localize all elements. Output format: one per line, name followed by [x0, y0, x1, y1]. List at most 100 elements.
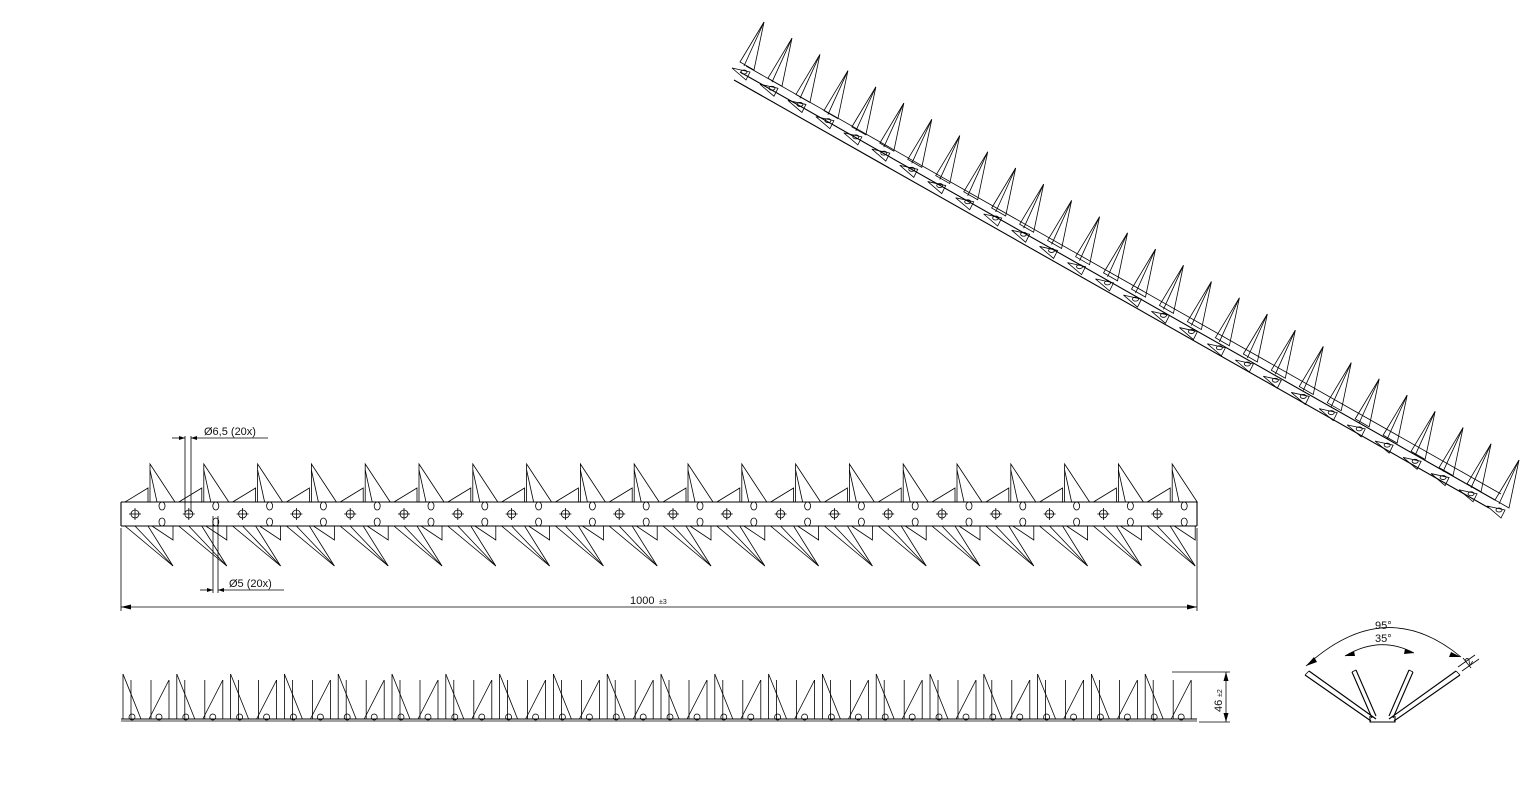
thickness-value: 2 — [1463, 656, 1476, 668]
spike-diagonal-2 — [417, 679, 439, 720]
slot-lower — [319, 517, 327, 527]
spike-diagonal-2 — [363, 679, 385, 720]
iso-spike — [1346, 378, 1380, 438]
slot-upper — [911, 501, 919, 511]
iso-spike-foot — [787, 100, 807, 114]
angle-outer: 95° — [1375, 620, 1392, 632]
iso-spike-foot — [1402, 456, 1422, 470]
bolt-head — [1150, 713, 1158, 721]
spike-module — [553, 462, 607, 567]
spike-lower — [392, 525, 443, 567]
bolt-head — [693, 713, 701, 721]
spike-lower-edge — [1156, 525, 1196, 567]
spike-upper-edge — [1171, 469, 1180, 503]
spike-lower — [930, 525, 981, 567]
iso-hole — [1132, 296, 1139, 302]
spike-module — [392, 462, 445, 567]
slot-upper — [1019, 501, 1027, 511]
spike-upper-edge — [633, 469, 642, 503]
length-tolerance: ±3 — [659, 599, 667, 606]
iso-spike-foot — [815, 116, 835, 130]
spike-module — [1038, 462, 1091, 567]
slot-upper — [1127, 501, 1134, 511]
iso-spike-edge — [1386, 394, 1408, 440]
iso-hole — [1188, 329, 1195, 334]
spike-lower-edge — [565, 525, 604, 567]
iso-spike-blade — [1466, 443, 1492, 493]
slot-lower — [535, 517, 542, 527]
iso-spike — [1179, 281, 1212, 341]
iso-spike-foot — [1039, 246, 1059, 260]
iso-spike-foot — [1263, 375, 1282, 389]
spike-diagonal-2 — [310, 679, 331, 720]
spike-lower — [1146, 525, 1196, 567]
iso-hole — [1383, 442, 1391, 448]
spike-upper-small — [231, 487, 257, 503]
spike-upper — [956, 462, 983, 503]
spike-module — [338, 462, 391, 567]
spike-module — [500, 462, 553, 567]
spike-module — [768, 673, 815, 721]
spike-upper-small — [1091, 487, 1117, 503]
slot-lower — [373, 517, 381, 527]
iso-spike-edge — [1135, 248, 1156, 294]
bolt-head — [935, 713, 943, 721]
iso-spike-edge — [1051, 200, 1072, 245]
spike-upper-edge — [849, 469, 857, 503]
spike-diagonal-2 — [632, 679, 654, 720]
hole-large-callout: Ø6,5 (20x) — [172, 426, 268, 512]
spike-diagonal — [1037, 673, 1056, 720]
spike-lower — [769, 525, 819, 567]
iso-spike-blade — [991, 167, 1017, 217]
bolt-head — [478, 713, 486, 721]
iso-spike-edge — [1246, 313, 1268, 359]
iso-spike-edge — [1107, 232, 1128, 278]
iso-hole — [1048, 248, 1055, 253]
spike-lower-edge — [1103, 525, 1142, 567]
iso-spike-blade — [823, 70, 849, 120]
profile-inner-right-spike — [1388, 669, 1414, 719]
iso-spike-foot — [1011, 229, 1031, 243]
iso-spike-edge — [1219, 297, 1240, 342]
bolt-head — [128, 713, 136, 721]
spike-module — [984, 462, 1037, 567]
spike-upper — [902, 462, 929, 503]
slot-upper — [858, 501, 865, 511]
slot-lower — [589, 517, 596, 527]
spike-lower-edge — [672, 525, 712, 567]
spike-upper — [364, 462, 391, 503]
iso-spike-blade — [851, 86, 877, 136]
spike-diagonal — [929, 673, 949, 720]
spike-lower — [877, 525, 927, 567]
spike-module — [284, 462, 338, 567]
slot-upper — [965, 501, 973, 511]
iso-spike — [1290, 346, 1324, 406]
spike-diagonal — [230, 673, 249, 720]
slot-upper — [1180, 501, 1188, 511]
iso-spike-edge — [911, 119, 933, 164]
iso-spike — [1263, 330, 1296, 389]
iso-spike — [731, 21, 765, 81]
spike-diagonal — [553, 673, 572, 720]
spike-module — [715, 462, 768, 567]
spike-diagonal — [660, 673, 680, 720]
slot-upper — [158, 501, 166, 511]
bolt-head — [855, 713, 862, 721]
spike-lower-edge — [780, 525, 819, 567]
spike-upper-edge — [1010, 469, 1019, 503]
spike-upper — [849, 462, 876, 503]
spike-upper — [203, 462, 230, 503]
iso-spike-edge — [1023, 184, 1044, 229]
bolt-head — [774, 713, 781, 721]
bolt-head — [881, 713, 889, 721]
spike-diagonal — [122, 673, 142, 720]
spike-diagonal-2 — [901, 679, 923, 720]
iso-spike-foot — [927, 181, 947, 195]
iso-spike-foot — [1430, 473, 1450, 487]
bolt-head — [801, 713, 808, 721]
iso-spike-blade — [1047, 200, 1072, 250]
iso-spike-blade — [767, 38, 793, 87]
spike-lower — [285, 525, 335, 567]
spike-upper — [580, 462, 607, 503]
spike-diagonal-2 — [955, 679, 977, 720]
